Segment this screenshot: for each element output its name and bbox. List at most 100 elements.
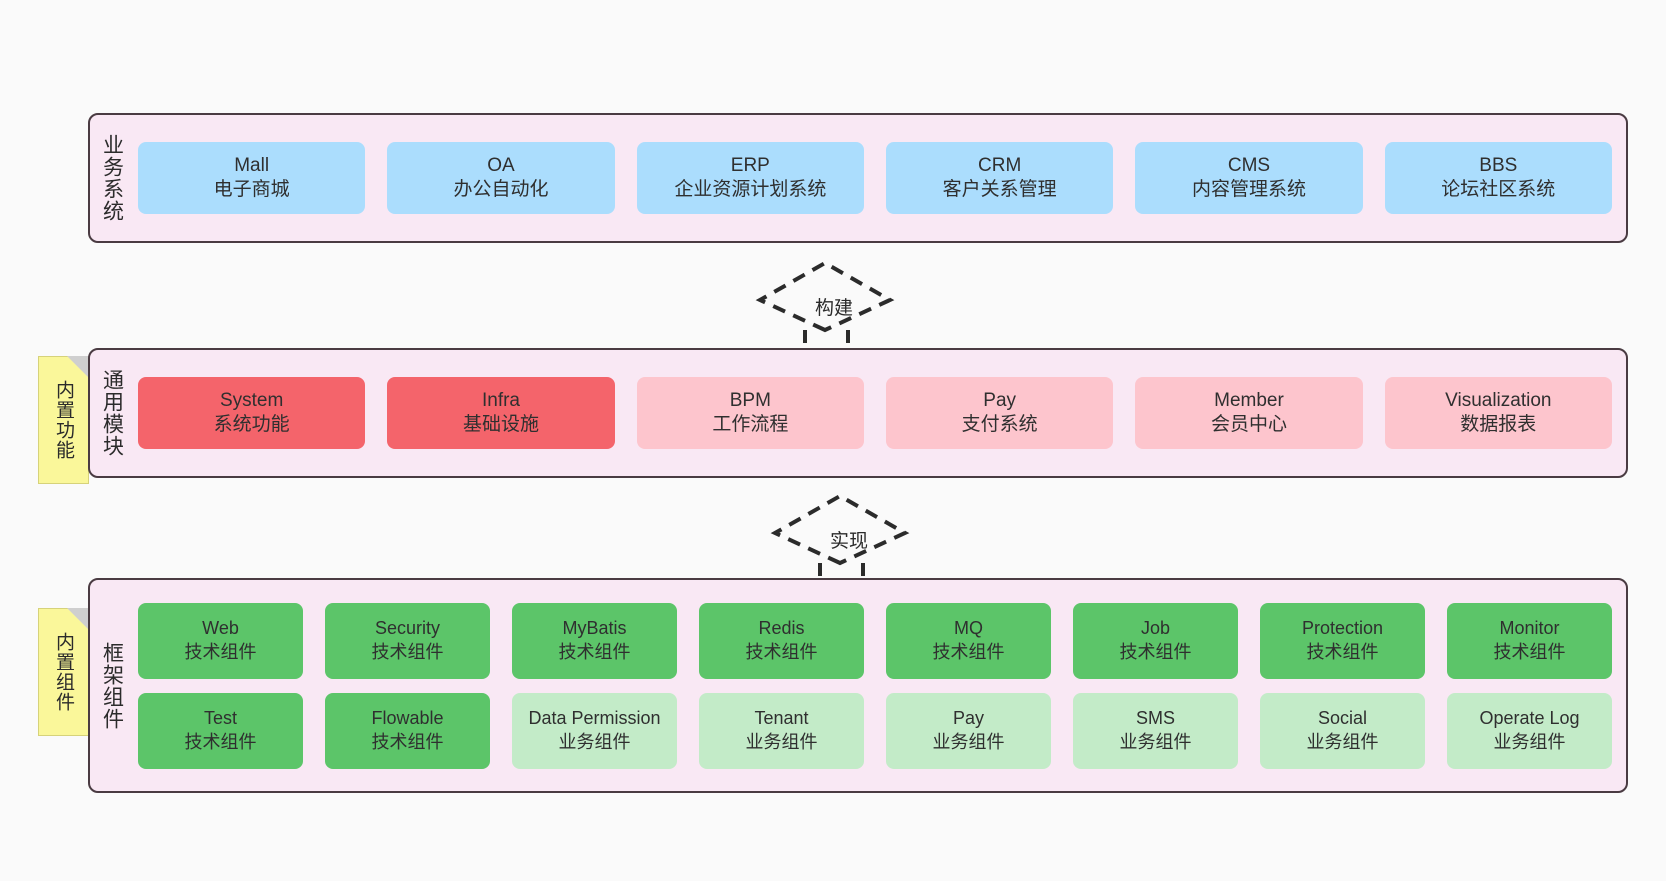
node-data-permission-en: Data Permission — [528, 708, 661, 729]
node-infra[interactable]: Infra 基础设施 — [387, 377, 615, 449]
framework-row-business: Test 技术组件 Flowable 技术组件 Data Permission … — [138, 692, 1612, 769]
node-bbs-cn: 论坛社区系统 — [1441, 179, 1556, 200]
arrow-build-label: 构建 — [815, 298, 854, 319]
node-infra-cn: 基础设施 — [462, 414, 539, 435]
node-security-cn: 技术组件 — [371, 641, 444, 662]
node-monitor[interactable]: Monitor 技术组件 — [1447, 602, 1612, 679]
business-row: Mall 电子商城 OA 办公自动化 ERP 企业资源计划系统 CRM 客户关系… — [138, 142, 1612, 214]
layer-framework-title: 框架组件 — [100, 641, 124, 730]
node-test-cn: 技术组件 — [184, 731, 257, 752]
node-erp[interactable]: ERP 企业资源计划系统 — [636, 142, 864, 214]
node-tenant[interactable]: Tenant 业务组件 — [699, 692, 864, 769]
node-system-cn: 系统功能 — [213, 414, 290, 435]
node-monitor-en: Monitor — [1499, 618, 1560, 639]
node-redis[interactable]: Redis 技术组件 — [699, 602, 864, 679]
node-pay-component-cn: 业务组件 — [932, 731, 1005, 752]
node-flowable[interactable]: Flowable 技术组件 — [325, 692, 490, 769]
node-mybatis-cn: 技术组件 — [558, 641, 631, 662]
node-social[interactable]: Social 业务组件 — [1260, 692, 1425, 769]
node-member[interactable]: Member 会员中心 — [1135, 377, 1363, 449]
node-sms[interactable]: SMS 业务组件 — [1073, 692, 1238, 769]
layer-module-title: 通用模块 — [100, 369, 124, 457]
node-web-en: Web — [202, 618, 239, 639]
node-bpm-en: BPM — [729, 389, 771, 411]
node-data-permission-cn: 业务组件 — [558, 731, 631, 752]
node-tenant-cn: 业务组件 — [745, 731, 818, 752]
node-bpm[interactable]: BPM 工作流程 — [636, 377, 864, 449]
node-mybatis-en: MyBatis — [562, 618, 627, 639]
node-oa-en: OA — [487, 154, 515, 176]
node-member-cn: 会员中心 — [1210, 414, 1287, 435]
note-builtin-function-label: 内置功能 — [53, 380, 74, 460]
node-pay-component[interactable]: Pay 业务组件 — [886, 692, 1051, 769]
layer-framework-body: Web 技术组件 Security 技术组件 MyBatis 技术组件 Redi… — [134, 580, 1626, 791]
node-bbs[interactable]: BBS 论坛社区系统 — [1384, 142, 1612, 214]
node-oa-cn: 办公自动化 — [453, 179, 549, 200]
node-test[interactable]: Test 技术组件 — [138, 692, 303, 769]
node-cms-en: CMS — [1227, 154, 1271, 176]
node-mall-cn: 电子商城 — [213, 179, 290, 200]
node-pay-module-cn: 支付系统 — [961, 414, 1038, 435]
node-visualization-en: Visualization — [1445, 389, 1552, 411]
node-sms-cn: 业务组件 — [1119, 731, 1192, 752]
node-redis-en: Redis — [758, 618, 805, 639]
node-tenant-en: Tenant — [754, 708, 809, 729]
node-crm-en: CRM — [978, 154, 1022, 176]
node-system-en: System — [219, 389, 284, 411]
node-infra-en: Infra — [481, 389, 520, 411]
node-mall-en: Mall — [234, 154, 270, 176]
node-operate-log[interactable]: Operate Log 业务组件 — [1447, 692, 1612, 769]
node-monitor-cn: 技术组件 — [1493, 641, 1566, 662]
node-mq-en: MQ — [954, 618, 983, 639]
node-mq[interactable]: MQ 技术组件 — [886, 602, 1051, 679]
node-crm-cn: 客户关系管理 — [942, 179, 1057, 200]
node-security[interactable]: Security 技术组件 — [325, 602, 490, 679]
node-pay-module[interactable]: Pay 支付系统 — [885, 377, 1114, 449]
node-redis-cn: 技术组件 — [745, 641, 818, 662]
node-mybatis[interactable]: MyBatis 技术组件 — [512, 602, 677, 679]
node-erp-cn: 企业资源计划系统 — [674, 179, 827, 200]
node-job-en: Job — [1140, 618, 1171, 639]
node-pay-component-en: Pay — [952, 708, 985, 729]
node-visualization[interactable]: Visualization 数据报表 — [1384, 377, 1612, 449]
node-job-cn: 技术组件 — [1119, 641, 1192, 662]
node-operate-log-en: Operate Log — [1479, 708, 1580, 729]
node-member-en: Member — [1214, 389, 1284, 411]
node-cms[interactable]: CMS 内容管理系统 — [1135, 142, 1363, 214]
framework-row-tech: Web 技术组件 Security 技术组件 MyBatis 技术组件 Redi… — [138, 602, 1612, 679]
layer-business-title: 业务系统 — [100, 134, 124, 222]
layer-module-body: System 系统功能 Infra 基础设施 BPM 工作流程 Pay 支付系统… — [134, 350, 1626, 476]
node-flowable-cn: 技术组件 — [371, 731, 444, 752]
layer-business-system[interactable]: 业务系统 Mall 电子商城 OA 办公自动化 ERP 企业资源计划系统 CRM… — [88, 113, 1628, 243]
node-system[interactable]: System 系统功能 — [138, 377, 366, 449]
node-flowable-en: Flowable — [371, 708, 444, 729]
node-visualization-cn: 数据报表 — [1460, 414, 1537, 435]
node-bpm-cn: 工作流程 — [712, 414, 789, 435]
node-web[interactable]: Web 技术组件 — [138, 602, 303, 679]
layer-common-module[interactable]: 通用模块 System 系统功能 Infra 基础设施 BPM 工作流程 Pay… — [88, 348, 1628, 478]
node-mq-cn: 技术组件 — [932, 641, 1005, 662]
node-protection-en: Protection — [1301, 618, 1384, 639]
node-job[interactable]: Job 技术组件 — [1073, 602, 1238, 679]
node-social-cn: 业务组件 — [1306, 731, 1379, 752]
node-pay-module-en: Pay — [983, 389, 1017, 411]
note-builtin-component[interactable]: 内置组件 — [38, 608, 89, 736]
note-builtin-component-label: 内置组件 — [53, 632, 74, 712]
module-row: System 系统功能 Infra 基础设施 BPM 工作流程 Pay 支付系统… — [138, 377, 1612, 449]
node-protection-cn: 技术组件 — [1306, 641, 1379, 662]
node-mall[interactable]: Mall 电子商城 — [138, 142, 366, 214]
node-operate-log-cn: 业务组件 — [1493, 731, 1566, 752]
node-web-cn: 技术组件 — [184, 641, 257, 662]
node-crm[interactable]: CRM 客户关系管理 — [885, 142, 1114, 214]
layer-business-body: Mall 电子商城 OA 办公自动化 ERP 企业资源计划系统 CRM 客户关系… — [134, 115, 1626, 241]
node-cms-cn: 内容管理系统 — [1191, 179, 1306, 200]
layer-framework-component[interactable]: 框架组件 Web 技术组件 Security 技术组件 MyBatis 技术组件… — [88, 578, 1628, 793]
node-data-permission[interactable]: Data Permission 业务组件 — [512, 692, 677, 769]
node-security-en: Security — [374, 618, 441, 639]
node-bbs-en: BBS — [1479, 154, 1518, 176]
note-builtin-function[interactable]: 内置功能 — [38, 356, 89, 484]
arrow-realize-label: 实现 — [830, 531, 869, 552]
node-protection[interactable]: Protection 技术组件 — [1260, 602, 1425, 679]
node-oa[interactable]: OA 办公自动化 — [387, 142, 615, 214]
